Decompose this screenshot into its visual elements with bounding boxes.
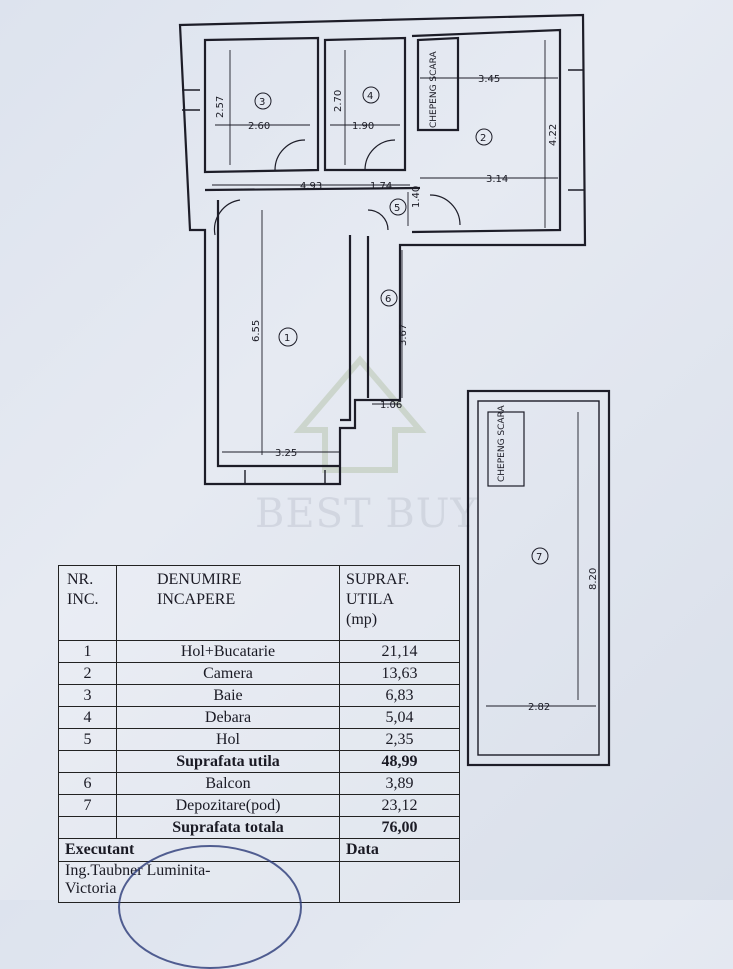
svg-text:3.45: 3.45 <box>478 74 500 85</box>
svg-text:2.57: 2.57 <box>215 96 226 118</box>
floor-plan: BEST BUY <box>178 13 611 767</box>
svg-text:1.90: 1.90 <box>352 121 374 132</box>
authorization-stamp <box>118 845 302 969</box>
svg-text:4: 4 <box>367 91 373 102</box>
header-nr: NR.INC. <box>58 565 117 641</box>
room-2: 2 3.45 4.22 3.14 CHEPENG SCARA <box>429 51 559 185</box>
svg-text:3: 3 <box>259 97 265 108</box>
room-7: CHEPENG SCARA 7 8.20 2.82 <box>466 389 611 767</box>
svg-text:3.67: 3.67 <box>398 324 409 346</box>
svg-text:6: 6 <box>385 294 391 305</box>
svg-text:2: 2 <box>480 133 486 144</box>
header-area: SUPRAF.UTILA(mp) <box>339 565 460 641</box>
svg-text:3.25: 3.25 <box>275 448 297 459</box>
room-4: 4 2.70 1.90 <box>333 86 380 132</box>
svg-text:5: 5 <box>394 203 400 214</box>
svg-text:1.40: 1.40 <box>411 186 422 208</box>
svg-text:8.20: 8.20 <box>588 568 599 590</box>
svg-text:CHEPENG SCARA: CHEPENG SCARA <box>429 51 439 128</box>
svg-text:6.55: 6.55 <box>251 320 262 342</box>
svg-text:1: 1 <box>284 333 290 344</box>
watermark: BEST BUY <box>255 355 478 537</box>
watermark-text: BEST BUY <box>255 491 478 537</box>
svg-text:3.14: 3.14 <box>486 174 508 185</box>
svg-text:1.74: 1.74 <box>370 181 392 192</box>
svg-text:4.93: 4.93 <box>300 181 322 192</box>
svg-text:CHEPENG SCARA: CHEPENG SCARA <box>497 405 507 482</box>
room-5: 5 1.74 1.40 4.93 <box>300 181 422 216</box>
svg-text:2.70: 2.70 <box>333 90 344 112</box>
outer-wall <box>178 13 587 486</box>
svg-text:4.22: 4.22 <box>548 124 559 146</box>
room-1: 1 6.55 3.25 <box>251 320 298 459</box>
svg-text:2.60: 2.60 <box>248 121 270 132</box>
room-6: 6 3.67 1.06 <box>380 289 409 411</box>
svg-text:7: 7 <box>536 552 542 563</box>
svg-text:2.82: 2.82 <box>528 702 550 713</box>
svg-text:1.06: 1.06 <box>380 400 402 411</box>
room-3: 3 2.57 2.60 <box>215 92 272 132</box>
data-label: Data <box>339 838 460 862</box>
